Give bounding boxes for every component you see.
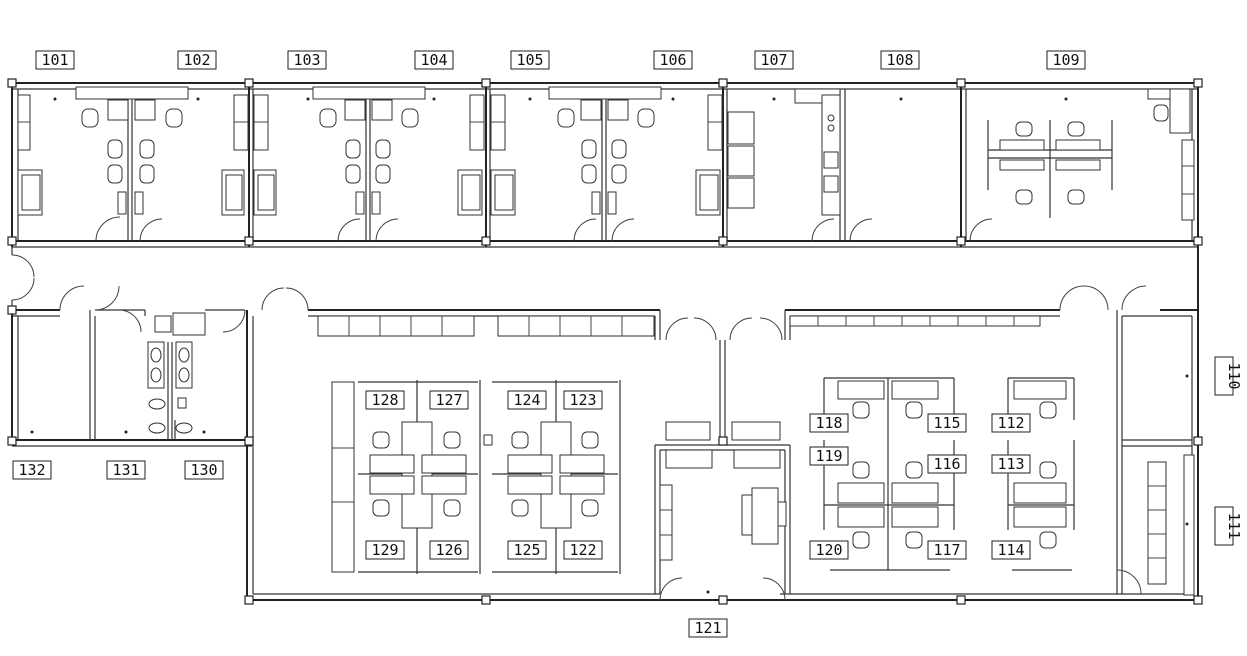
- room-label: 117: [933, 541, 960, 559]
- room-tag-125: 125: [507, 540, 547, 560]
- room-tag-103: 103: [287, 50, 327, 70]
- room-tag-110: 110: [1214, 356, 1243, 396]
- room-tag-115: 115: [927, 413, 967, 433]
- room-label: 122: [569, 541, 596, 559]
- open-office-furniture: [147, 312, 1195, 596]
- room-markers: [30, 97, 1189, 594]
- room-tag-114: 114: [991, 540, 1031, 560]
- room-tag-127: 127: [429, 390, 469, 410]
- room-tag-112: 112: [991, 413, 1031, 433]
- room-tag-128: 128: [365, 390, 405, 410]
- room-label: 127: [435, 391, 462, 409]
- room-label: 106: [659, 51, 686, 69]
- room-label: 105: [516, 51, 543, 69]
- room-label: 120: [815, 541, 842, 559]
- room-tag-113: 113: [991, 454, 1031, 474]
- room-tag-129: 129: [365, 540, 405, 560]
- room-label: 102: [183, 51, 210, 69]
- office-furniture: [17, 86, 1195, 221]
- room-label: 108: [886, 51, 913, 69]
- room-label: 125: [513, 541, 540, 559]
- room-tag-122: 122: [563, 540, 603, 560]
- room-label: 124: [513, 391, 540, 409]
- room-label: 111: [1225, 512, 1243, 539]
- room-tag-104: 104: [414, 50, 454, 70]
- room-label: 115: [933, 414, 960, 432]
- room-label: 129: [371, 541, 398, 559]
- room-tag-106: 106: [653, 50, 693, 70]
- room-label: 114: [997, 541, 1024, 559]
- room-tag-108: 108: [880, 50, 920, 70]
- room-label: 104: [420, 51, 447, 69]
- room-tag-105: 105: [510, 50, 550, 70]
- room-label: 110: [1225, 362, 1243, 389]
- room-tag-111: 111: [1214, 506, 1243, 546]
- room-tag-132: 132: [12, 460, 52, 480]
- room-tag-116: 116: [927, 454, 967, 474]
- room-tag-102: 102: [177, 50, 217, 70]
- room-tag-117: 117: [927, 540, 967, 560]
- room-tag-118: 118: [809, 413, 849, 433]
- room-label: 121: [694, 619, 721, 637]
- room-tag-126: 126: [429, 540, 469, 560]
- room-tag-124: 124: [507, 390, 547, 410]
- room-tag-120: 120: [809, 540, 849, 560]
- room-label: 128: [371, 391, 398, 409]
- room-tag-130: 130: [184, 460, 224, 480]
- room-label: 112: [997, 414, 1024, 432]
- room-label: 131: [112, 461, 139, 479]
- room-label: 123: [569, 391, 596, 409]
- room-label: 103: [293, 51, 320, 69]
- room-label: 130: [190, 461, 217, 479]
- room-label: 119: [815, 447, 842, 465]
- room-label: 126: [435, 541, 462, 559]
- room-label: 109: [1052, 51, 1079, 69]
- room-label: 118: [815, 414, 842, 432]
- doors: [11, 216, 1147, 601]
- room-label: 132: [18, 461, 45, 479]
- room-label: 116: [933, 455, 960, 473]
- room-tag-101: 101: [35, 50, 75, 70]
- room-tag-119: 119: [809, 446, 849, 466]
- room-tag-109: 109: [1046, 50, 1086, 70]
- room-tag-131: 131: [106, 460, 146, 480]
- room-tag-107: 107: [754, 50, 794, 70]
- columns: [7, 78, 1203, 605]
- room-label: 107: [760, 51, 787, 69]
- room-tag-123: 123: [563, 390, 603, 410]
- room-tag-121: 121: [688, 618, 728, 638]
- room-label: 113: [997, 455, 1024, 473]
- room-label: 101: [41, 51, 68, 69]
